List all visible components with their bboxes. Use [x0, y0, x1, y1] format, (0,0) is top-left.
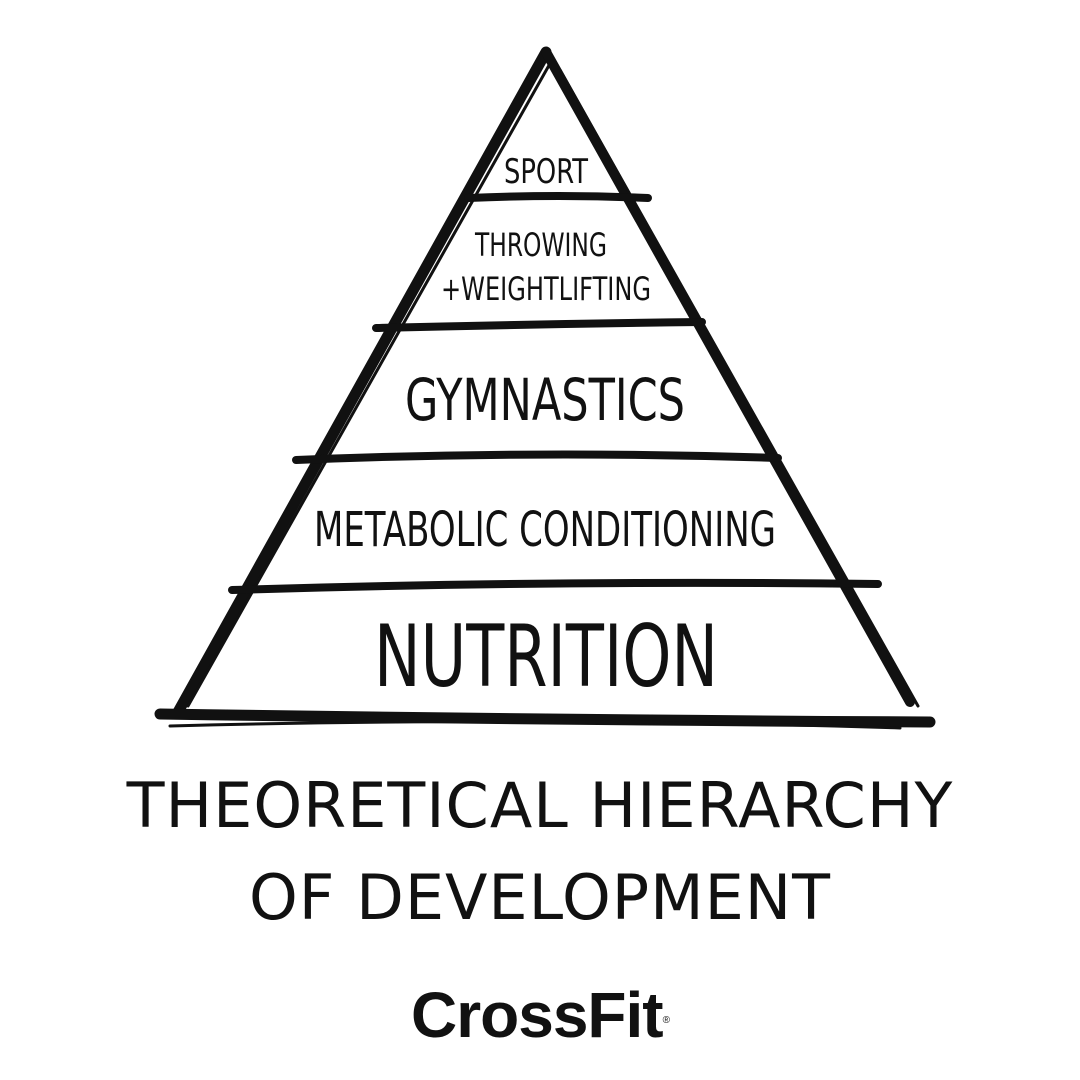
- divider-3: [292, 450, 782, 464]
- tier-dividers: [228, 192, 882, 594]
- registered-mark: ®: [662, 1015, 670, 1026]
- tier-label-nutrition: NUTRITION: [374, 607, 718, 707]
- tier-label-sport: SPORT: [504, 152, 588, 192]
- tier-label-throwing: THROWING: [474, 226, 607, 264]
- diagram-title-line-2: OF DEVELOPMENT: [248, 861, 832, 934]
- divider-4: [228, 578, 882, 594]
- divider-1: [464, 192, 652, 202]
- tier-label-weightlifting: +WEIGHTLIFTING: [441, 270, 651, 308]
- divider-2: [372, 318, 706, 332]
- brand-name: CrossFit: [411, 979, 664, 1051]
- tier-label-metabolic-conditioning: METABOLIC CONDITIONING: [314, 502, 776, 558]
- crossfit-logo: CrossFit®: [0, 978, 1080, 1052]
- tier-label-gymnastics: GYMNASTICS: [405, 366, 685, 434]
- diagram-title-line-1: THEORETICAL HIERARCHY: [126, 769, 954, 842]
- pyramid-outline: [154, 46, 936, 730]
